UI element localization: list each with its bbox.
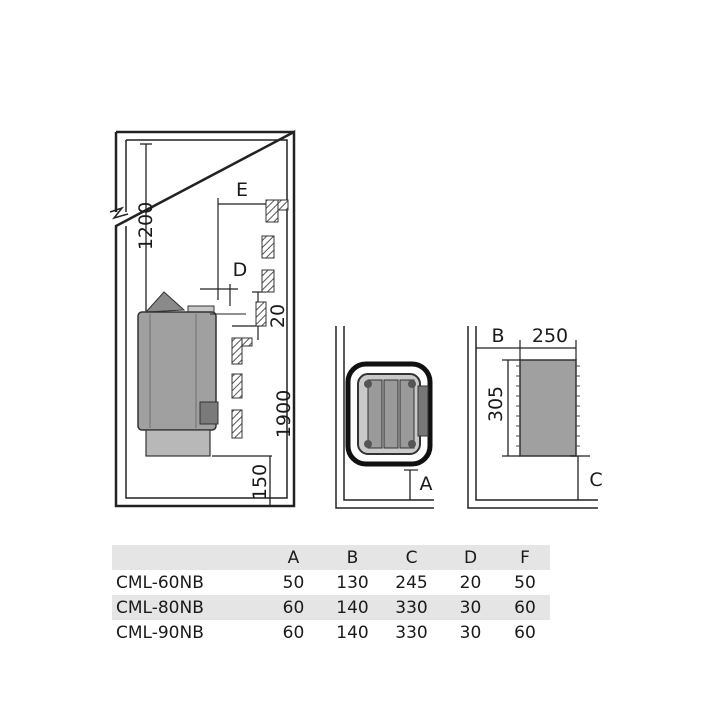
table-cell: 330 — [395, 622, 428, 643]
side-inner-wall — [125, 139, 288, 499]
element-slot — [383, 379, 399, 449]
col-header: A — [264, 545, 323, 570]
heater-ribs — [516, 365, 580, 447]
model-name: CML-90NB — [116, 622, 204, 643]
screw — [364, 380, 372, 388]
guard-rail-piece — [231, 337, 243, 365]
stones-pile — [144, 291, 186, 313]
col-header: C — [382, 545, 441, 570]
table-row: CML-60NB 50 130 245 20 50 — [112, 570, 550, 595]
guard-rail-piece — [241, 337, 253, 347]
wall-panel — [261, 235, 275, 259]
heater-front-body — [519, 359, 577, 457]
spec-table: A B C D F CML-60NB 50 130 245 20 50 CML-… — [112, 545, 550, 645]
wall-break-mark — [109, 206, 129, 220]
col-header: B — [323, 545, 382, 570]
heater-side-view — [137, 291, 219, 457]
dim-305-label: 305 — [485, 386, 507, 422]
top-view-wall-outer — [335, 326, 434, 509]
table-row: CML-90NB 60 140 330 30 60 — [112, 620, 550, 645]
table-cell: 30 — [459, 622, 482, 643]
wall-panel — [265, 199, 279, 223]
table-corner — [112, 545, 264, 570]
table-cell: 60 — [500, 595, 550, 620]
top-view: A — [335, 326, 434, 509]
front-view-wall-inner — [475, 326, 598, 501]
table-cell: 130 — [336, 572, 369, 593]
dim-c-label: C — [589, 469, 602, 491]
col-header: F — [500, 545, 550, 570]
table-cell: 20 — [459, 572, 482, 593]
model-name: CML-80NB — [112, 595, 264, 620]
col-header: D — [441, 545, 500, 570]
table-cell: 50 — [514, 572, 536, 593]
dim-d-label: D — [233, 259, 248, 281]
table-cell: 245 — [395, 572, 428, 593]
dim-250-label: 250 — [532, 325, 568, 347]
mount-bracket — [417, 385, 429, 437]
model-name: CML-60NB — [116, 572, 204, 593]
table-cell: 140 — [336, 622, 369, 643]
dim-b-label: B — [491, 325, 504, 347]
screw — [408, 380, 416, 388]
table-cell: 30 — [441, 595, 500, 620]
table-cell: 330 — [382, 595, 441, 620]
heater-base — [145, 429, 211, 457]
side-view: 1200 1900 E D 20 — [109, 129, 296, 508]
element-slot — [367, 379, 383, 449]
dim-1900-label: 1900 — [273, 390, 295, 438]
wall-panel — [255, 301, 267, 327]
control-panel — [199, 401, 219, 425]
element-slot — [399, 379, 415, 449]
front-view: B 250 305 C — [467, 325, 603, 509]
dim-150-label: 150 — [249, 464, 271, 500]
table-cell: 140 — [323, 595, 382, 620]
top-view-wall-inner — [343, 326, 434, 501]
dim-20-label: 20 — [267, 304, 289, 328]
table-cell: 60 — [514, 622, 536, 643]
screw — [364, 440, 372, 448]
dim-a-label: A — [420, 473, 433, 495]
guard-rail-piece — [231, 373, 243, 399]
table-header-row: A B C D F — [112, 545, 550, 570]
table-cell: 60 — [282, 622, 305, 643]
table-cell: 50 — [282, 572, 305, 593]
table-cell: 60 — [264, 595, 323, 620]
guard-rail-piece — [231, 409, 243, 439]
wall-panel — [277, 199, 289, 211]
wall-panel — [261, 269, 275, 293]
dim-1200-label: 1200 — [135, 202, 157, 250]
front-view-wall-outer — [467, 326, 598, 509]
screw — [408, 440, 416, 448]
table-row: CML-80NB 60 140 330 30 60 — [112, 595, 550, 620]
dim-e-label: E — [236, 179, 248, 201]
